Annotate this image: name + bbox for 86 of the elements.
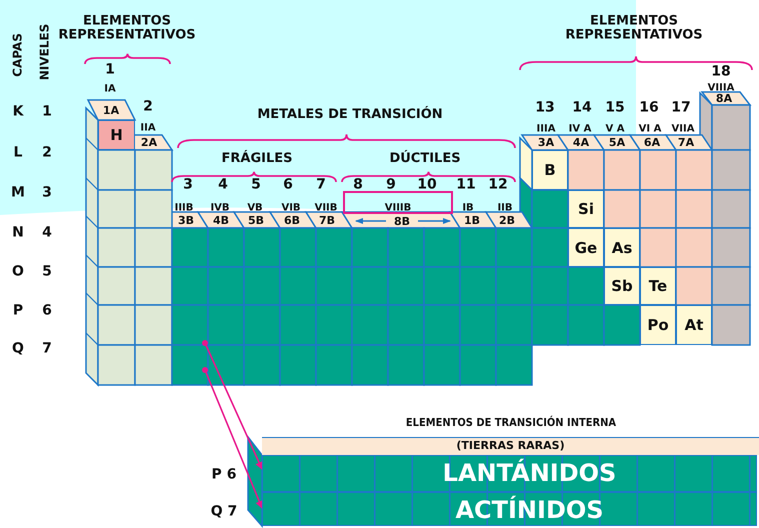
group-label: VI A [638, 124, 662, 134]
period-label: Q 7 [210, 504, 238, 520]
group-label: 6B [284, 214, 300, 228]
group-label: IIB [497, 202, 513, 214]
element-cell: At [676, 305, 712, 345]
group-label: 2A [140, 136, 158, 150]
period-number: 4 [42, 225, 52, 241]
element-cell: Po [640, 305, 676, 345]
period-number: 3 [42, 185, 52, 201]
element-cell: H [98, 120, 135, 150]
group-label: IA [104, 84, 116, 94]
period-number: 2 [42, 145, 52, 161]
group-label: 4B [212, 214, 230, 228]
group-label: 8B [394, 216, 410, 228]
group-label: VB [247, 202, 263, 214]
arrow [202, 340, 263, 470]
element-cell: B [532, 150, 568, 190]
column-heading: CAPAS [11, 33, 25, 77]
column-heading: NIVELES [38, 24, 52, 80]
shell-letter: Q [12, 341, 24, 357]
element-cell: Sb [604, 267, 640, 305]
section-heading: ELEMENTOS REPRESENTATIVOS [57, 14, 197, 44]
group-label: 7B [318, 214, 336, 228]
band-header: (TIERRAS RARAS) [262, 437, 759, 455]
section-heading: METALES DE TRANSICIÓN [257, 108, 443, 122]
group-label: 6A [644, 136, 660, 150]
arrow [202, 367, 264, 509]
group-label: 5A [608, 136, 626, 150]
element-cell: Te [640, 267, 676, 305]
section-heading: ELEMENTOS DE TRANSICIÓN INTERNA [405, 416, 616, 430]
group-label: 1A [102, 104, 120, 118]
group-label: VIB [281, 202, 301, 214]
group-number: 15 [605, 100, 625, 116]
group-label: IVB [210, 202, 230, 214]
shell-letter: P [12, 303, 24, 319]
group-number: 3 [183, 177, 193, 193]
group-number: 17 [671, 100, 691, 116]
element-cell: Si [568, 190, 604, 228]
element-cell: As [604, 228, 640, 267]
group-label: IV A [568, 124, 592, 134]
group-label: 3B [178, 214, 194, 228]
group-label: 5B [248, 214, 264, 228]
group-number: 6 [283, 177, 293, 193]
group-label: 7A [678, 136, 694, 150]
shell-letter: L [14, 145, 22, 161]
group-label: VIIIA [708, 82, 734, 94]
group-label: VIIIB [384, 202, 412, 214]
period-number: 5 [42, 264, 52, 280]
group-number: 5 [251, 177, 261, 193]
period-number: 6 [42, 303, 52, 319]
group-label: 1B [464, 214, 480, 228]
group-label: 4A [572, 136, 590, 150]
group-label: 2B [498, 214, 516, 228]
group-label: 8A [716, 92, 732, 106]
group-number: 2 [143, 99, 153, 115]
group-number: 18 [711, 64, 731, 80]
group-number: 16 [639, 100, 659, 116]
period-label: P 6 [212, 467, 236, 483]
group-label: IB [462, 202, 474, 214]
group-number: 7 [316, 177, 326, 193]
group-label: IIIB [174, 202, 194, 214]
group-label: VIIB [314, 202, 338, 214]
group-label: VIIA [672, 124, 694, 134]
group-label: IIA [140, 122, 156, 134]
shell-letter: N [12, 225, 24, 241]
group-number: 9 [386, 177, 396, 193]
section-heading: FRÁGILES [222, 152, 292, 166]
group-number: 12 [488, 177, 508, 193]
period-number: 7 [42, 341, 52, 357]
group-number: 8 [353, 177, 363, 193]
group-number: 10 [417, 177, 437, 193]
group-number: 11 [456, 177, 476, 193]
shell-letter: M [11, 185, 25, 201]
group-number: 4 [218, 177, 228, 193]
group-label: 3A [538, 136, 554, 150]
group-label: V A [606, 124, 624, 134]
group-number: 14 [572, 100, 592, 116]
section-heading: ELEMENTOS REPRESENTATIVOS [564, 14, 704, 44]
group-number: 1 [105, 62, 115, 78]
shell-letter: O [12, 264, 24, 280]
group-number: 13 [535, 100, 555, 116]
shell-letter: K [12, 104, 24, 120]
section-heading: DÚCTILES [389, 152, 461, 166]
period-number: 1 [42, 104, 52, 120]
group-label: IIIA [536, 124, 556, 134]
element-cell: Ge [568, 228, 604, 267]
